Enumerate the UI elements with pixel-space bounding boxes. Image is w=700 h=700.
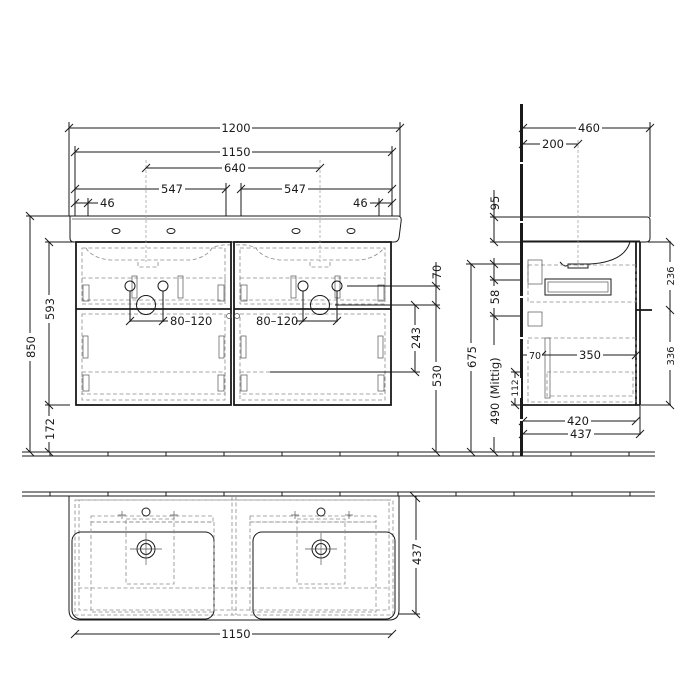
front-left-dimensions: 850 593 172 bbox=[23, 211, 76, 457]
top-dimensions: 1150 437 bbox=[70, 491, 424, 641]
side-drawer-dimensions: 70 350 bbox=[523, 348, 641, 362]
side-left-dimensions: 95 58 490 (Mittig) 675 bbox=[464, 190, 521, 457]
dim-offset-58: 58 bbox=[488, 290, 502, 305]
dim-top-depth: 437 bbox=[410, 543, 424, 565]
dim-width-overall: 1200 bbox=[221, 121, 250, 135]
dim-half-left: 547 bbox=[161, 182, 183, 196]
dim-edge-left: 46 bbox=[100, 196, 115, 210]
dim-depth-overall: 460 bbox=[578, 121, 600, 135]
dim-tap-spacing: 640 bbox=[224, 161, 246, 175]
top-basin bbox=[68, 496, 400, 621]
dim-upper-drawer: 236 bbox=[666, 266, 677, 285]
dim-tap-depth: 200 bbox=[542, 137, 564, 151]
dim-drawer-depth-350: 350 bbox=[579, 348, 601, 362]
front-top-dimensions: 1200 1150 640 547 bbox=[64, 121, 405, 216]
side-wall bbox=[520, 104, 523, 456]
side-floor bbox=[455, 451, 655, 457]
dim-siphon-range-left: 80–120 bbox=[170, 314, 212, 328]
front-right-dimensions: 70 243 530 bbox=[270, 262, 444, 457]
dim-height-675: 675 bbox=[465, 346, 479, 368]
side-right-dimensions: 236 336 bbox=[641, 237, 677, 410]
front-basin bbox=[69, 215, 402, 268]
dim-top-width: 1150 bbox=[221, 627, 250, 641]
dim-height-total: 850 bbox=[24, 336, 38, 358]
dim-cabinet-depth-420: 420 bbox=[567, 414, 589, 428]
dim-drain-height: 530 bbox=[430, 365, 444, 387]
dim-half-right: 547 bbox=[284, 182, 306, 196]
dim-drawer-inner-70: 70 bbox=[529, 351, 541, 362]
front-floor bbox=[22, 451, 455, 457]
dim-drain-offset: 70 bbox=[430, 265, 444, 280]
dim-height-floor-gap: 172 bbox=[43, 418, 57, 440]
side-cabinet bbox=[523, 242, 652, 406]
front-siphon-dimensions: 80–120 80–120 bbox=[125, 314, 342, 328]
dim-lower-drawer: 336 bbox=[666, 346, 677, 365]
dim-edge-right: 46 bbox=[353, 196, 368, 210]
dim-gap-112: 112 bbox=[511, 379, 521, 396]
side-top-dimensions: 460 200 bbox=[518, 121, 655, 270]
top-wall bbox=[22, 491, 655, 497]
front-view: 1200 1150 640 547 bbox=[22, 121, 455, 457]
dim-height-cabinet: 593 bbox=[43, 298, 57, 320]
dim-siphon-range-right: 80–120 bbox=[256, 314, 298, 328]
side-bottom-dimensions: 420 437 bbox=[518, 405, 645, 441]
dim-basin-thickness: 95 bbox=[488, 196, 502, 211]
front-centerlines bbox=[145, 160, 321, 262]
top-view: 1150 437 bbox=[22, 491, 655, 641]
dim-drawer-offset: 243 bbox=[409, 327, 423, 349]
dim-cabinet-depth-437: 437 bbox=[570, 427, 592, 441]
dim-height-center: 490 (Mittig) bbox=[488, 357, 502, 424]
dim-width-basin: 1150 bbox=[221, 145, 250, 159]
side-view: 460 200 95 bbox=[455, 104, 677, 457]
front-cabinet bbox=[75, 241, 392, 406]
